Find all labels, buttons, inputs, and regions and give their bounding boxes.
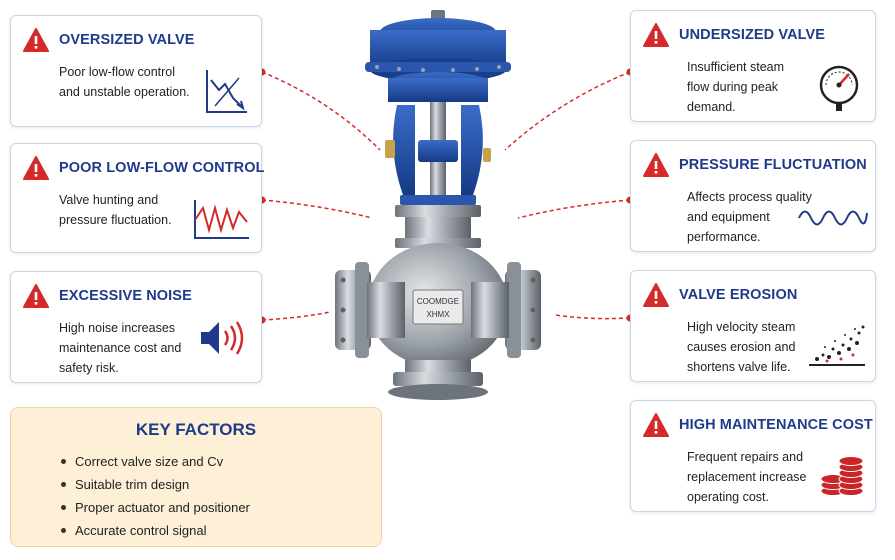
- card-valve-erosion: VALVE EROSION High velocity steam causes…: [630, 270, 876, 382]
- speaker-icon: [201, 321, 244, 355]
- card-title: PRESSURE FLUCTUATION: [679, 157, 867, 173]
- coin-stack-icon: [820, 456, 864, 496]
- warning-icon: [23, 156, 49, 180]
- list-item: Accurate control signal: [61, 519, 250, 542]
- card-undersized-valve: UNDERSIZED VALVE Insufficient steam flow…: [630, 10, 876, 122]
- nameplate-line1: COOMDGE: [417, 297, 459, 306]
- warning-icon: [643, 283, 669, 307]
- sine-wave-icon: [798, 210, 868, 226]
- key-factors-list: Correct valve size and Cv Suitable trim …: [61, 450, 250, 542]
- warning-icon: [23, 284, 49, 308]
- warning-icon: [643, 153, 669, 177]
- card-poor-low-flow-control: POOR LOW-FLOW CONTROL Valve hunting and …: [10, 143, 265, 253]
- key-factors-panel: KEY FACTORS Correct valve size and Cv Su…: [10, 407, 382, 547]
- card-title: OVERSIZED VALVE: [59, 32, 195, 48]
- card-high-maintenance-cost: HIGH MAINTENANCE COST Frequent repairs a…: [630, 400, 876, 512]
- card-excessive-noise: EXCESSIVE NOISE High noise increases mai…: [10, 271, 262, 383]
- card-description: Frequent repairs and replacement increas…: [687, 450, 807, 504]
- card-description: Poor low-flow control and unstable opera…: [59, 65, 190, 99]
- card-description: Valve hunting and pressure fluctuation.: [59, 193, 172, 227]
- card-description: Insufficient steam flow during peak dema…: [687, 60, 785, 114]
- list-item: Correct valve size and Cv: [61, 450, 250, 473]
- card-title: EXCESSIVE NOISE: [59, 288, 192, 304]
- card-title: POOR LOW-FLOW CONTROL: [59, 160, 265, 176]
- hunting-waveform-icon: [194, 200, 249, 239]
- warning-icon: [23, 28, 49, 52]
- list-item: Suitable trim design: [61, 473, 250, 496]
- control-valve-illustration: COOMDGE XHMX: [335, 10, 541, 400]
- card-description: High noise increases maintenance cost an…: [59, 321, 182, 375]
- warning-icon: [643, 23, 669, 47]
- card-pressure-fluctuation: PRESSURE FLUCTUATION Affects process qua…: [630, 140, 876, 252]
- card-title: HIGH MAINTENANCE COST: [679, 417, 873, 433]
- card-title: VALVE EROSION: [679, 287, 798, 303]
- card-title: UNDERSIZED VALVE: [679, 27, 826, 43]
- declining-chart-icon: [206, 70, 247, 113]
- card-description: High velocity steam causes erosion and s…: [687, 320, 796, 374]
- key-factors-title: KEY FACTORS: [135, 420, 257, 439]
- card-description: Affects process quality and equipment pe…: [687, 190, 812, 244]
- warning-icon: [643, 413, 669, 437]
- particle-spray-icon: [809, 325, 865, 366]
- pressure-gauge-icon: [819, 65, 859, 111]
- nameplate-line2: XHMX: [426, 310, 450, 319]
- list-item: Proper actuator and positioner: [61, 496, 250, 519]
- card-oversized-valve: OVERSIZED VALVE Poor low-flow control an…: [10, 15, 262, 127]
